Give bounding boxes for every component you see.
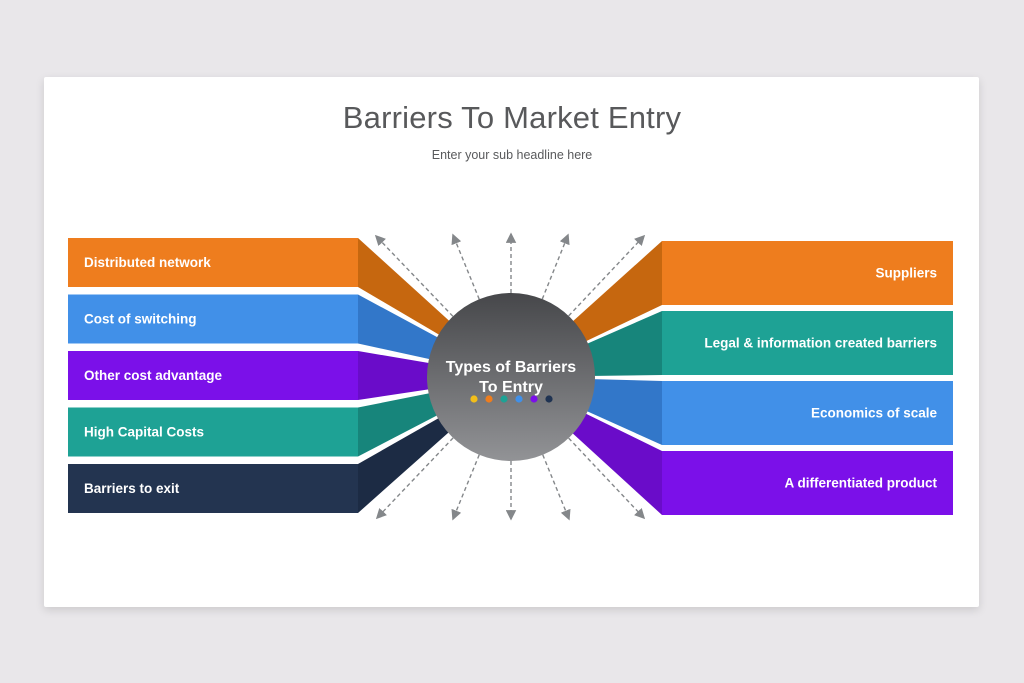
- dashed-arrow: [375, 376, 512, 520]
- hub-dot: [485, 395, 493, 403]
- hub-dot: [530, 395, 538, 403]
- dashed-arrow: [374, 234, 512, 378]
- page-title: Barriers To Market Entry: [342, 100, 682, 135]
- hub-label-line1: Types of Barriers: [446, 359, 577, 376]
- hub-label-line2: To Entry: [479, 379, 543, 396]
- dashed-arrow: [510, 376, 646, 520]
- dashed-arrow: [510, 234, 646, 378]
- left-ribbon-label: Barriers to exit: [84, 481, 180, 496]
- hub-dots: [470, 395, 553, 403]
- hub-dot: [515, 395, 523, 403]
- right-ribbon-label: Legal & information created barriers: [704, 336, 937, 351]
- right-ribbon-label: Suppliers: [875, 266, 937, 281]
- right-ribbon-bar: [662, 241, 953, 305]
- dashed-arrow: [510, 376, 571, 521]
- left-ribbon-bar: [68, 464, 358, 513]
- right-ribbon-bar: [662, 381, 953, 445]
- left-ribbon-label: Other cost advantage: [84, 368, 223, 383]
- hub-dot: [470, 395, 478, 403]
- right-ribbon-label: A differentiated product: [784, 476, 937, 491]
- left-ribbon-label: High Capital Costs: [84, 425, 204, 440]
- dashed-arrow: [451, 376, 512, 521]
- dashed-arrow: [510, 233, 570, 378]
- page-subtitle: Enter your sub headline here: [431, 148, 593, 162]
- left-ribbon-label: Distributed network: [84, 255, 211, 270]
- right-ribbon-label: Economics of scale: [811, 406, 938, 421]
- right-ribbon-bar: [662, 311, 953, 375]
- dashed-arrow: [451, 233, 512, 378]
- hub-dot: [545, 395, 553, 403]
- left-ribbon-bar: [68, 351, 358, 400]
- left-ribbon-bar: [68, 294, 358, 344]
- left-ribbon-bar: [68, 407, 358, 457]
- right-ribbon-bar: [662, 451, 953, 515]
- left-ribbon-bar: [68, 238, 358, 287]
- left-ribbon-label: Cost of switching: [84, 312, 197, 327]
- hub-dot: [500, 395, 508, 403]
- hub-circle: [427, 293, 595, 461]
